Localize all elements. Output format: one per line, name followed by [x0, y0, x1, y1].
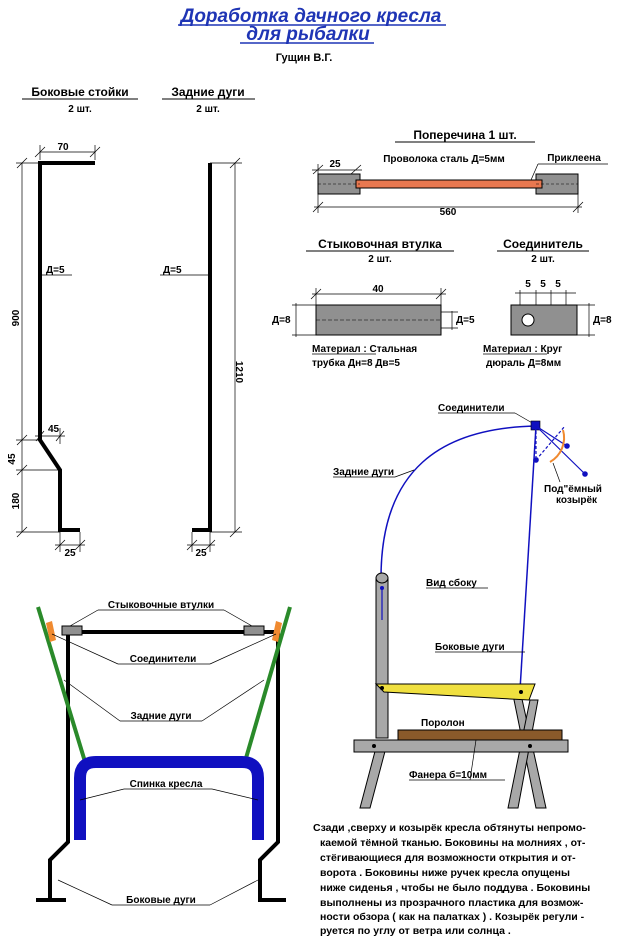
side-view-foam-label: Поролон [421, 718, 465, 729]
crossbar-dim-25-label: 25 [329, 159, 341, 170]
side-view-visor-arc [549, 429, 566, 463]
front-view-connector-right [272, 621, 282, 642]
dim-70-label: 70 [57, 142, 69, 153]
connector-dim-3: 5 [555, 279, 561, 290]
front-view-sleeves-label: Стыковочные втулки [108, 600, 214, 611]
sleeve-d8-label: Д=8 [272, 315, 291, 326]
side-view-seat [374, 683, 536, 701]
side-view-connectors-label: Соединители [438, 403, 505, 414]
side-view-rear-arcs-label: Задние дуги [333, 467, 394, 478]
side-posts-heading: Боковые стойки [31, 85, 128, 99]
front-view-rear-arcs-label: Задние дуги [130, 711, 191, 722]
note-line-2: каемой тёмной тканью. Боковины на молния… [320, 837, 586, 849]
crossbar-wire [355, 179, 543, 189]
dim-45-side-label: 45 [7, 453, 18, 465]
sleeve-dim-40-label: 40 [372, 284, 384, 295]
front-view-rear-arc-right [242, 606, 292, 766]
connector-heading: Соединитель [503, 237, 583, 251]
side-view-side-arc [519, 425, 537, 691]
sleeve-qty: 2 шт. [368, 254, 392, 265]
front-view-back-label: Спинка кресла [130, 779, 203, 790]
crossbar-heading: Поперечина 1 шт. [413, 128, 516, 142]
sleeve-d5-label: Д=5 [456, 315, 475, 326]
side-post-shape [38, 161, 95, 532]
author: Гущин В.Г. [276, 52, 333, 64]
sleeve-heading: Стыковочная втулка [318, 237, 442, 251]
connector-qty: 2 шт. [531, 254, 555, 265]
side-post-diameter: Д=5 [46, 265, 65, 276]
sleeve-material-1: Материал : Стальная [312, 344, 417, 355]
note-line-5: ниже сиденья , чтобы не было поддува . Б… [320, 882, 590, 894]
connector-d8-label: Д=8 [593, 315, 612, 326]
front-view-sleeve-right [243, 625, 265, 636]
side-view-title: Вид сбоку [426, 577, 477, 589]
front-view-rear-arc-left [36, 606, 88, 766]
side-view-chair-frame [353, 739, 569, 753]
side-posts-qty: 2 шт. [68, 104, 92, 115]
note-line-8: руется по углу от ветра или солнца . [320, 925, 511, 937]
side-view-plywood-label: Фанера б=10мм [409, 769, 487, 781]
note-line-7: ности обзора ( как на палатках ) . Козыр… [320, 911, 585, 923]
dim-180-label: 180 [11, 492, 22, 509]
front-view-side-arcs-label: Боковые дуги [126, 895, 196, 906]
connector-dim-1: 5 [525, 279, 531, 290]
side-view-board [397, 729, 563, 741]
note-line-1: Сзади ,сверху и козырёк кресла обтянуты … [313, 822, 586, 834]
rear-arc-shape [192, 163, 212, 532]
title-line-2: для рыбалки [246, 24, 370, 45]
rear-arc-diameter: Д=5 [163, 265, 182, 276]
rear-arcs-heading: Задние дуги [171, 85, 244, 99]
connector-material-2: дюраль Д=8мм [486, 358, 561, 369]
dim-45-top-label: 45 [48, 424, 60, 435]
crossbar-glued-label: Приклеена [547, 153, 601, 164]
side-view-visor-label-1: Под"ёмный [544, 484, 602, 495]
crossbar-wire-label: Проволока сталь Д=5мм [383, 154, 505, 165]
note-line-6: выполнены из прозрачного пластика для во… [320, 897, 584, 909]
rear-arcs-qty: 2 шт. [196, 104, 220, 115]
side-view-rear-arc [380, 425, 537, 579]
connector-body [510, 304, 578, 336]
side-view-visor-label-2: козырёк [556, 495, 598, 506]
front-view-back [74, 756, 264, 840]
front-view-connectors-label: Соединители [130, 654, 197, 665]
rear-arc-foot-label: 25 [195, 548, 207, 559]
connector-hole [521, 313, 535, 327]
note-line-3: стёгивающиеся для возможности открытия и… [320, 852, 576, 864]
dim-900-label: 900 [11, 309, 22, 326]
note-line-4: ворота . Боковины ниже ручек кресла опущ… [320, 867, 570, 879]
title-line-1: Доработка дачного кресла [179, 6, 442, 27]
connector-dim-2: 5 [540, 279, 546, 290]
connector-material-1: Материал : Круг [483, 344, 562, 355]
sleeve-material-2: трубка Дн=8 Дв=5 [312, 357, 400, 369]
front-view-connector-left [46, 621, 56, 642]
side-view-side-arcs-label: Боковые дуги [435, 642, 505, 653]
crossbar-dim-560-label: 560 [440, 207, 457, 218]
side-post-foot-label: 25 [64, 548, 76, 559]
front-view-sleeve-left [61, 625, 83, 636]
dim-1210-label: 1210 [233, 361, 244, 384]
